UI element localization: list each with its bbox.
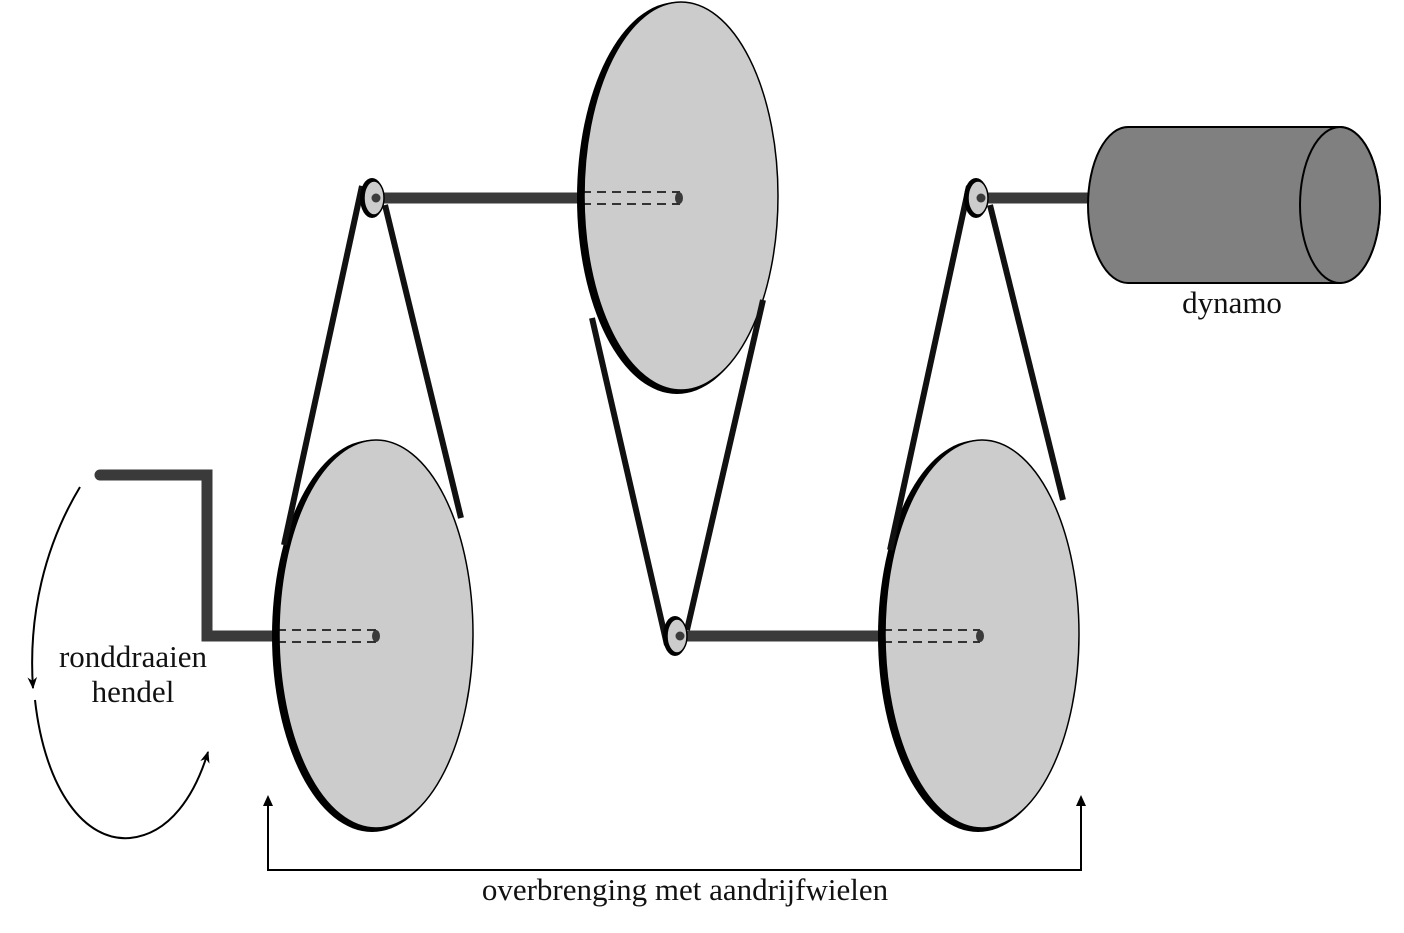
crank-label-line1: ronddraaien: [59, 639, 208, 674]
pulley-dynamo: [964, 178, 989, 218]
belt-middle-outer: [589, 317, 670, 646]
drive-wheel-left: [272, 439, 474, 832]
belt-middle-inner: [684, 299, 766, 631]
belt-right-outer: [887, 185, 972, 551]
belt-left-inner: [382, 204, 464, 519]
dynamo: [1087, 126, 1381, 284]
transmission-bracket: [267, 800, 1082, 871]
transmission-label: overbrenging met aandrijfwielen: [482, 872, 889, 907]
rotation-arrow-down-icon: [27, 486, 81, 690]
drive-wheel-right: [878, 439, 1080, 832]
pulley-bottom-middle: [663, 616, 688, 656]
pulley-top-left: [360, 178, 385, 218]
crank-label-line2: hendel: [92, 674, 175, 709]
belt-right-inner: [987, 204, 1066, 501]
belt-left-outer: [281, 185, 365, 546]
crank-handle: [94, 469, 281, 642]
rotation-arrow-up-icon: [34, 699, 210, 840]
drive-wheel-top: [577, 1, 779, 394]
dynamo-label: dynamo: [1182, 285, 1282, 320]
